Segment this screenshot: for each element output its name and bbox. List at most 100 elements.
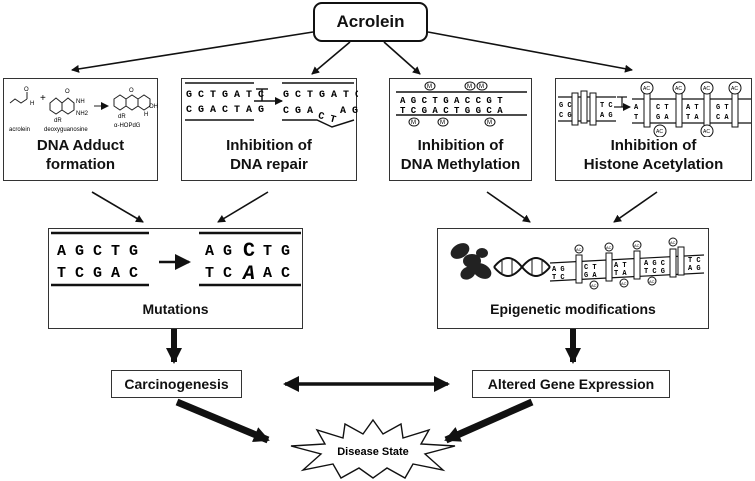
svg-text:T C: T C [552,274,565,282]
svg-text:M: M [487,120,492,126]
svg-text:T C G A C T G G C A: T C G A C T G G C A [400,106,503,116]
arrow-to-adduct [71,31,314,73]
svg-text:AC: AC [675,86,682,92]
svg-text:AC: AC [656,129,663,135]
svg-text:dR: dR [118,114,126,120]
epigenetic-box: A G T C C T G A A T T A A G C T C G T C … [437,228,709,329]
acetylation-box: G C C G T C A G A T C T G A A T T A G T … [555,78,752,181]
chromosome-icon [450,243,492,280]
gene-expression-box: Altered Gene Expression [472,370,670,398]
svg-text:G C T G A T C: G C T G A T C [283,90,358,101]
svg-text:T A: T A [614,270,627,278]
svg-text:O: O [129,88,134,94]
svg-text:M: M [467,84,472,90]
methyl-marks: M M M M M M [408,81,496,127]
disease-state-label: Disease State [337,446,409,458]
svg-text:C T: C T [584,264,597,272]
methylation-box: A G C T G A C C G T T C G A C T G G C A … [389,78,532,181]
svg-text:+: + [40,93,46,104]
svg-text:AC: AC [591,283,597,288]
svg-text:T C: T C [600,102,613,110]
svg-text:C G A C T A G: C G A C T A G [186,105,264,116]
svg-text:G T: G T [716,104,729,112]
svg-text:T C: T C [688,257,701,265]
svg-text:AC: AC [703,86,710,92]
mutations-dna-figure: A G C T G T C G A C A G C T G T C A A C [51,231,301,287]
svg-text:dR: dR [54,118,62,124]
svg-text:A G: A G [340,106,358,117]
svg-text:AC: AC [634,243,640,248]
svg-text:AC: AC [621,281,627,286]
methylation-dna-figure: A G C T G A C C G T T C G A C T G G C A … [396,81,527,127]
svg-text:G C: G C [559,102,572,110]
svg-text:NH: NH [76,99,85,105]
svg-text:AC: AC [576,247,582,252]
svg-text:O: O [24,87,29,93]
svg-text:deoxyguanosine: deoxyguanosine [44,127,88,133]
svg-text:A T: A T [614,262,627,270]
svg-text:C G: C G [559,112,572,120]
adduct-label-line1: DNA Adduct [36,137,125,154]
svg-text:G A: G A [656,114,669,122]
svg-text:A G C T G: A G C T G [57,243,138,260]
arrow-methylation-epigenetic [486,191,531,223]
svg-text:G C T G A T C: G C T G A T C [186,90,264,101]
svg-text:C T: C T [317,111,337,126]
svg-text:OH: OH [149,104,158,110]
svg-text:AC: AC [703,129,710,135]
svg-text:M: M [440,120,445,126]
disease-state-starburst: Disease State [290,418,456,479]
acetylation-figure: G C C G T C A G A T C T G A A T T A G T … [558,81,751,137]
svg-text:M: M [427,84,432,90]
acetyl-marks-small: AC AC AC AC AC AC AC [574,237,678,290]
adduct-label-line2: formation [45,156,116,173]
arrow-carcinogenesis-disease [175,398,270,444]
gene-expression-label: Altered Gene Expression [487,376,655,392]
carcinogenesis-box: Carcinogenesis [111,370,242,398]
svg-text:C: C [243,240,255,263]
svg-text:T G: T G [263,243,290,260]
arrow-acetylation-epigenetic [613,191,658,223]
acrolein-box: Acrolein [313,2,428,42]
svg-text:NH2: NH2 [76,111,89,117]
svg-text:AC: AC [731,86,738,92]
acetylation-label-line1: Inhibition of [610,137,697,154]
svg-text:α-HOPdG: α-HOPdG [114,123,141,129]
arrow-to-acetylation [427,31,633,73]
svg-text:T C: T C [205,265,232,282]
acetylation-label-line2: Histone Acetylation [583,156,724,173]
svg-text:A T: A T [686,104,699,112]
arrow-to-repair [311,41,351,75]
acetyl-marks: AC AC AC AC AC AC [640,81,742,137]
svg-text:A G: A G [552,266,565,274]
svg-text:A G C: A G C [644,260,665,268]
arrow-repair-mutations [217,191,269,223]
epigenetic-label: Epigenetic modifications [490,301,656,317]
svg-text:acrolein: acrolein [9,127,30,133]
svg-text:A: A [634,104,639,112]
svg-text:H: H [30,101,34,107]
svg-text:T A: T A [686,114,699,122]
arrow-to-methylation [383,41,421,75]
svg-text:A G: A G [205,243,232,260]
svg-text:T C G: T C G [644,268,665,276]
repair-label-line1: Inhibition of [226,137,312,154]
svg-text:A G C T G A C C G T: A G C T G A C C G T [400,96,503,106]
arrow-expression-disease [444,398,534,444]
double-helix-icon [493,257,551,277]
mutations-box: A G C T G T C G A C A G C T G T C A A C … [48,228,303,329]
svg-text:G A: G A [584,272,597,280]
arrow-adduct-mutations [91,191,144,223]
svg-text:C T: C T [656,104,669,112]
svg-text:M: M [479,84,484,90]
adduct-box: O H + O NH NH2 dR O H OH dR acrolein deo… [3,78,158,181]
svg-text:C G A: C G A [283,106,313,117]
svg-text:T: T [634,114,638,122]
repair-dna-figure: G C T G A T C C G A C T A G G C T G A T … [185,82,358,128]
svg-text:O: O [65,89,70,95]
svg-text:AC: AC [643,86,650,92]
svg-text:AC: AC [670,240,676,245]
methylation-label-line1: Inhibition of [417,137,504,154]
svg-text:AC: AC [606,245,612,250]
